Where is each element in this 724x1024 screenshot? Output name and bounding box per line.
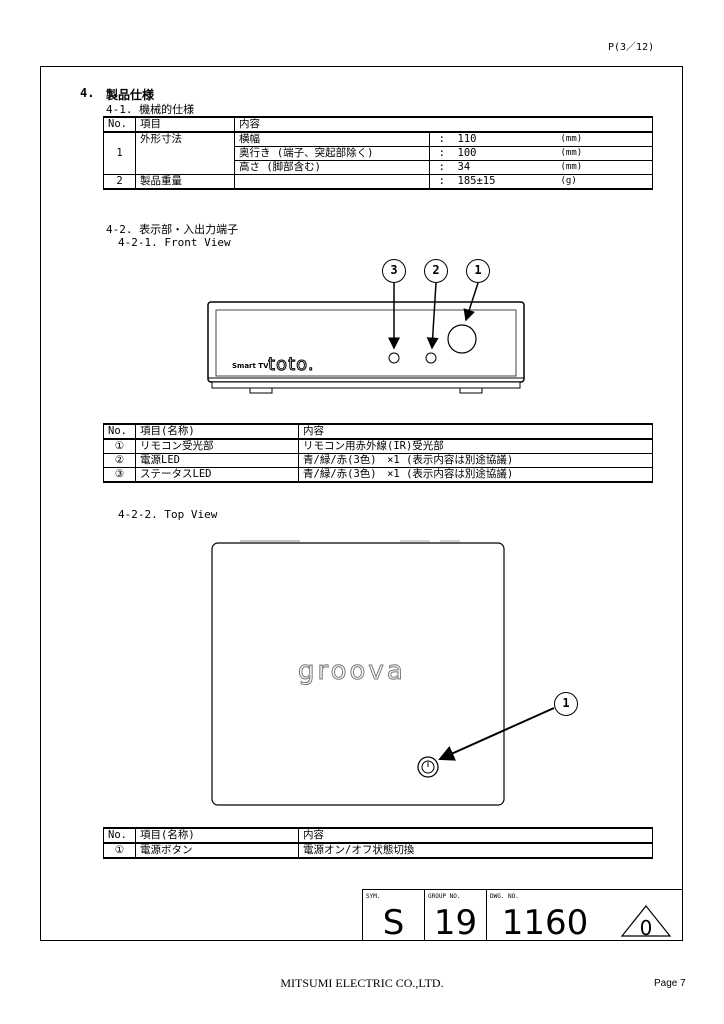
row-item: 外形寸法	[135, 131, 235, 175]
row-desc: 高さ (脚部含む)	[234, 160, 430, 175]
row-colon: :	[429, 146, 454, 161]
row-unit: (g)	[556, 174, 653, 190]
sym-label: SYM.	[366, 893, 381, 900]
table-row: ② 電源LED 青/緑/赤(3色) ×1 (表示内容は別途協議)	[103, 453, 653, 468]
title-block: SYM. S GROUP NO. 19 DWG. NO. 1160 0	[362, 889, 683, 943]
row-value: 185±15	[453, 174, 557, 190]
power-led-icon	[425, 352, 437, 364]
header-content: 内容	[298, 423, 653, 440]
row-desc: 奥行き (端子、突起部除く)	[234, 146, 430, 161]
page-indicator: P(3／12)	[608, 42, 655, 53]
header-content: 内容	[234, 116, 653, 133]
table-row: 高さ (脚部含む) : 34 (mm)	[104, 160, 653, 175]
header-no: No.	[103, 116, 136, 133]
sym-value: S	[382, 903, 405, 943]
header-item: 項目	[135, 116, 235, 133]
section-number: 4.	[80, 86, 95, 100]
front-device-face	[215, 309, 517, 377]
header-no: No.	[103, 423, 136, 440]
callout-marker-3: 3	[382, 259, 406, 283]
top-view-label: 4-2-2. Top View	[118, 508, 218, 521]
front-foot-right	[459, 387, 483, 394]
row-no: 2	[103, 174, 136, 190]
top-device-outline	[211, 542, 505, 806]
front-view-label: 4-2-1. Front View	[118, 236, 231, 249]
table-header-row: No. 項目 内容	[103, 116, 653, 133]
group-label: GROUP NO.	[428, 893, 461, 900]
row-desc: 電源オン/オフ状態切換	[298, 842, 653, 859]
footer-page-number: Page 7	[654, 978, 686, 989]
row-name: リモコン受光部	[135, 438, 299, 454]
revision-triangle-icon	[620, 905, 672, 937]
front-device-brand: toto.	[268, 354, 315, 376]
row-no: ③	[103, 467, 136, 483]
display-subtitle: 4-2. 表示部・入出力端子	[106, 223, 239, 236]
row-name: 電源ボタン	[135, 842, 299, 859]
table-row: ① リモコン受光部 リモコン用赤外線(IR)受光部	[103, 438, 653, 454]
dwg-value: 1160	[501, 903, 589, 943]
mech-spec-table: No. 項目 内容 1 外形寸法 横幅 : 110 (mm) 奥行き (端子、突…	[103, 116, 653, 190]
page-frame	[40, 66, 683, 941]
row-colon: :	[429, 174, 454, 190]
row-no: ①	[103, 842, 136, 859]
revision-value: 0	[639, 916, 653, 940]
top-parts-table: No. 項目(名称) 内容 ① 電源ボタン 電源オン/オフ状態切換	[103, 827, 653, 859]
table-row: ① 電源ボタン 電源オン/オフ状態切換	[103, 842, 653, 859]
row-name: ステータスLED	[135, 467, 299, 483]
row-no: ②	[103, 453, 136, 468]
front-view-drawing	[207, 282, 525, 394]
row-desc: 横幅	[234, 131, 430, 147]
header-no: No.	[103, 827, 136, 844]
row-name: 電源LED	[135, 453, 299, 468]
row-desc: 青/緑/赤(3色) ×1 (表示内容は別途協議)	[298, 467, 653, 483]
top-device-brand: groova	[298, 656, 406, 687]
row-unit: (mm)	[556, 160, 653, 175]
callout-marker-power: 1	[554, 692, 578, 716]
row-value: 100	[453, 146, 557, 161]
front-foot-left	[249, 387, 273, 394]
table-row: ③ ステータスLED 青/緑/赤(3色) ×1 (表示内容は別途協議)	[103, 467, 653, 483]
header-name: 項目(名称)	[135, 827, 299, 844]
row-desc: リモコン用赤外線(IR)受光部	[298, 438, 653, 454]
front-parts-table: No. 項目(名称) 内容 ① リモコン受光部 リモコン用赤外線(IR)受光部 …	[103, 423, 653, 483]
footer-company: MITSUMI ELECTRIC CO.,LTD.	[280, 976, 444, 990]
group-value: 19	[433, 903, 478, 943]
row-value: 34	[453, 160, 557, 175]
section-title: 製品仕様	[106, 88, 155, 102]
table-row: 2 製品重量 : 185±15 (g)	[103, 174, 653, 190]
row-item: 製品重量	[135, 174, 235, 190]
dwg-cell: DWG. NO. 1160	[486, 889, 683, 943]
front-device-logo: Smart TV	[232, 362, 269, 370]
row-colon: :	[429, 131, 454, 147]
status-led-icon	[388, 352, 400, 364]
row-no: ①	[103, 438, 136, 454]
header-content: 内容	[298, 827, 653, 844]
table-row: 1 外形寸法 横幅 : 110 (mm)	[103, 131, 653, 175]
table-row: 奥行き (端子、突起部除く) : 100 (mm)	[104, 146, 653, 161]
row-colon: :	[429, 160, 454, 175]
top-view-drawing	[211, 540, 555, 806]
table-header-row: No. 項目(名称) 内容	[103, 827, 653, 844]
callout-marker-2: 2	[424, 259, 448, 283]
sym-cell: SYM. S	[362, 889, 424, 943]
group-cell: GROUP NO. 19	[424, 889, 486, 943]
row-unit: (mm)	[556, 131, 653, 147]
ir-receiver-icon	[447, 324, 477, 354]
callout-marker-1: 1	[466, 259, 490, 283]
row-value: 110	[453, 131, 557, 147]
dwg-label: DWG. NO.	[490, 893, 519, 900]
mech-subtitle: 4-1. 機械的仕様	[106, 103, 195, 116]
row-desc	[234, 174, 430, 190]
front-device-outline	[207, 301, 525, 383]
row-unit: (mm)	[556, 146, 653, 161]
table-header-row: No. 項目(名称) 内容	[103, 423, 653, 440]
row-desc: 青/緑/赤(3色) ×1 (表示内容は別途協議)	[298, 453, 653, 468]
row-no: 1	[103, 131, 136, 175]
header-name: 項目(名称)	[135, 423, 299, 440]
